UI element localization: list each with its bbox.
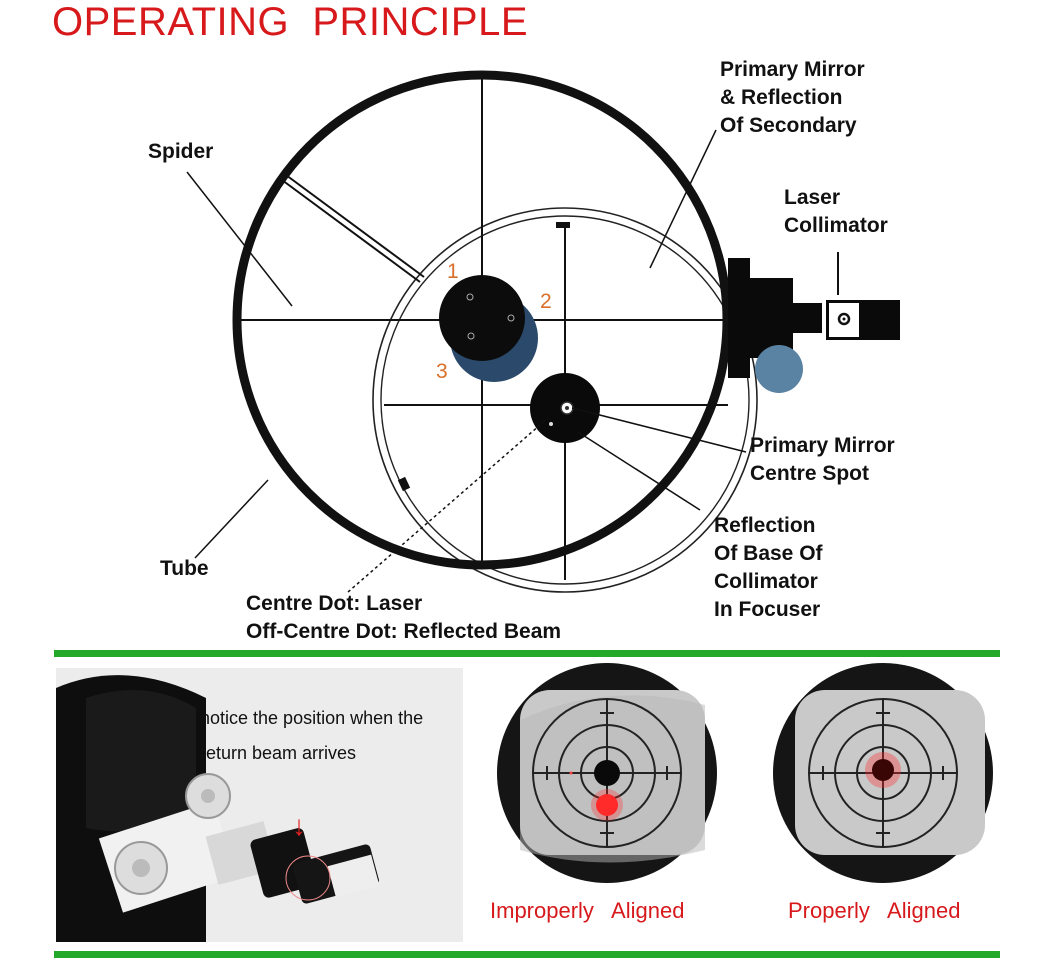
telescope-photo: notice the position when the return beam…	[56, 668, 463, 942]
improperly-aligned-caption: Improperly Aligned	[490, 898, 685, 923]
focuser-knob	[755, 345, 803, 393]
photo-note-line1: notice the position when the	[200, 708, 424, 728]
label-line: Collimator	[784, 214, 888, 237]
primary-centre-spot-label: Primary Mirror Centre Spot	[750, 432, 895, 488]
label-line: Of Base Of	[714, 542, 823, 565]
centre-dot-label: Centre Dot: Laser	[246, 592, 423, 615]
label-line: Laser	[784, 186, 841, 209]
label-line: Centre Spot	[750, 462, 870, 485]
primary-mirror-reflection-ring	[372, 207, 758, 593]
label-line: & Reflection	[720, 86, 843, 109]
screw-number-3: 3	[436, 360, 448, 383]
label-line: Primary Mirror	[720, 58, 865, 81]
label-line: Reflection	[714, 514, 816, 537]
secondary-mirror	[439, 275, 525, 361]
tube-label: Tube	[160, 557, 209, 580]
telescope-illustration	[56, 668, 463, 942]
off-centre-dot-label: Off-Centre Dot: Reflected Beam	[246, 620, 562, 643]
focuser	[728, 258, 750, 378]
page-title: OPERATING PRINCIPLE	[52, 0, 529, 44]
divider-top	[54, 650, 1000, 657]
properly-aligned-caption: Properly Aligned	[788, 898, 961, 923]
spider-label: Spider	[148, 140, 214, 163]
label-line: Primary Mirror	[750, 434, 895, 457]
label-line: Collimator	[714, 570, 818, 593]
primary-mirror-reflection-label: Primary Mirror & Reflection Of Secondary	[720, 56, 865, 140]
divider-bottom	[54, 951, 1000, 958]
reflection-base-label: Reflection Of Base Of Collimator In Focu…	[714, 512, 823, 624]
arrow-down-icon: ↓	[292, 810, 306, 841]
laser-collimator-label: Laser Collimator	[784, 184, 888, 240]
photo-note-line2: return beam arrives	[200, 743, 357, 763]
collimation-diagram	[186, 70, 900, 593]
screw-number-2: 2	[540, 290, 552, 313]
label-line: Of Secondary	[720, 114, 857, 137]
screw-number-1: 1	[447, 260, 459, 283]
label-line: In Focuser	[714, 598, 821, 621]
